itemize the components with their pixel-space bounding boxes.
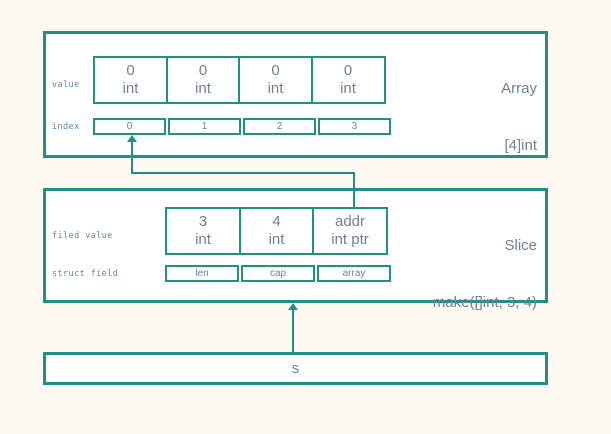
slice-value-cell-array: addr int ptr bbox=[312, 207, 388, 255]
array-pointer-segment-horizontal bbox=[131, 172, 355, 174]
array-value-2: 0 bbox=[271, 62, 280, 79]
slice-value-cells: 3 int 4 int addr int ptr bbox=[165, 207, 388, 255]
slice-value-cell-len: 3 int bbox=[165, 207, 241, 255]
array-type-2: int bbox=[267, 80, 284, 97]
slice-value-len: 3 bbox=[198, 213, 208, 230]
array-pointer-segment-vertical-left bbox=[131, 142, 133, 174]
slice-caption-line2: make([]int, 3, 4) bbox=[432, 294, 537, 311]
array-value-1: 0 bbox=[198, 62, 208, 79]
slice-caption-line1: Slice bbox=[504, 237, 537, 254]
slice-field-row-label: struct field bbox=[52, 269, 119, 279]
array-caption-line1: Array bbox=[501, 80, 537, 97]
slice-caption: Slice make([]int, 3, 4) bbox=[433, 198, 537, 350]
array-index-cell-1: 1 bbox=[168, 118, 241, 135]
array-value-cell-3: 0 int bbox=[310, 56, 386, 104]
slice-value-cell-cap: 4 int bbox=[238, 207, 315, 255]
array-value-cell-2: 0 int bbox=[238, 56, 313, 104]
slice-variable-pointer-segment bbox=[292, 310, 294, 354]
slice-type-array: int ptr bbox=[331, 231, 369, 248]
variable-group-box: s bbox=[43, 352, 548, 385]
array-value-cells: 0 int 0 int 0 int 0 int bbox=[93, 56, 386, 104]
array-caption: Array [4]int bbox=[501, 41, 537, 193]
slice-type-cap: int bbox=[268, 231, 285, 248]
slice-variable-pointer-arrowhead bbox=[288, 303, 298, 310]
array-value-3: 0 bbox=[343, 62, 353, 79]
slice-value-row-label: filed value bbox=[52, 231, 113, 241]
array-type-3: int bbox=[340, 80, 356, 97]
array-index-cell-3: 3 bbox=[318, 118, 391, 135]
array-value-row-label: value bbox=[52, 80, 80, 90]
slice-field-cell-len: len bbox=[165, 265, 239, 282]
slice-field-cells: len cap array bbox=[165, 265, 391, 282]
array-caption-line2: [4]int bbox=[504, 137, 537, 154]
slice-field-cell-cap: cap bbox=[241, 265, 315, 282]
array-index-cell-2: 2 bbox=[243, 118, 316, 135]
array-value-cell-1: 0 int bbox=[165, 56, 241, 104]
slice-value-array: addr bbox=[334, 213, 366, 230]
array-type-0: int bbox=[122, 80, 139, 97]
array-index-cells: 0 1 2 3 bbox=[93, 118, 391, 135]
slice-type-len: int bbox=[195, 231, 211, 248]
array-index-cell-0: 0 bbox=[93, 118, 166, 135]
array-index-row-label: index bbox=[52, 122, 80, 132]
variable-name-label: s bbox=[291, 360, 300, 377]
slice-field-cell-array: array bbox=[317, 265, 391, 282]
array-value-cell-0: 0 int bbox=[93, 56, 168, 104]
array-type-1: int bbox=[195, 80, 211, 97]
array-pointer-segment-vertical-right bbox=[353, 172, 355, 208]
slice-value-cap: 4 bbox=[272, 213, 281, 230]
array-value-0: 0 bbox=[126, 62, 135, 79]
array-pointer-arrowhead bbox=[127, 135, 137, 142]
